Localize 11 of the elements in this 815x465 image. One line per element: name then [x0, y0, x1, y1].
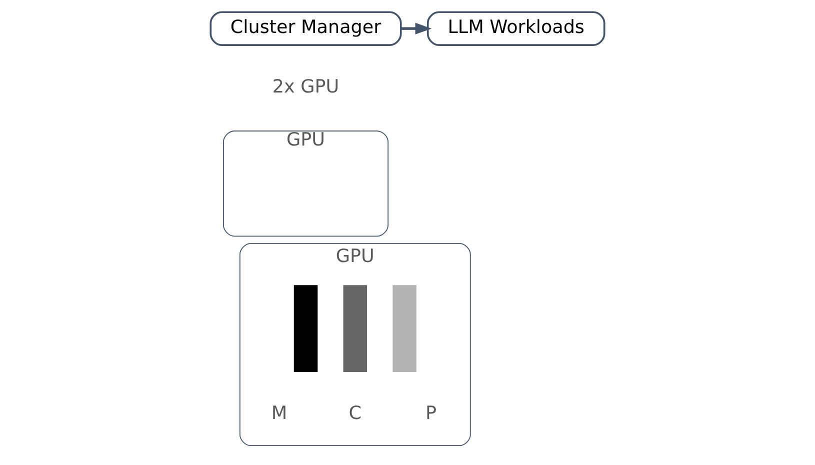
- node-box: Cluster Manager: [210, 11, 402, 46]
- node-bar: [392, 285, 416, 372]
- node-label: P: [426, 403, 437, 424]
- node-box: GPU: [223, 130, 389, 237]
- node-label: M: [271, 403, 288, 424]
- node-label: C: [348, 403, 362, 424]
- node-bar: [294, 285, 318, 372]
- node-bar: [343, 285, 368, 372]
- arrow: [401, 22, 432, 34]
- node-box: LLM Workloads: [426, 11, 606, 46]
- label: 2x GPU: [272, 76, 340, 98]
